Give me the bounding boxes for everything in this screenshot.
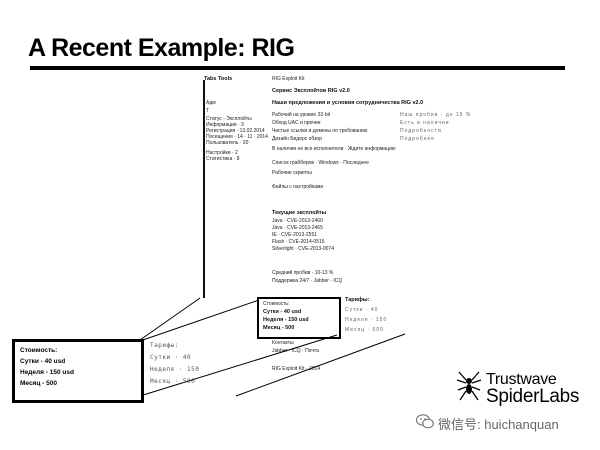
feature-item: Чистые ссылки и домены по требованию	[272, 128, 368, 134]
info-line: Файлы с настройками	[272, 184, 324, 190]
cve-item: Silverlight · CVE-2013-0074	[272, 246, 334, 252]
price-item: Неделя · 150	[345, 317, 388, 323]
feature-item: Обход UAC и прочие	[272, 120, 321, 126]
zoomed-price-line: Сутки - 40 usd	[20, 358, 66, 365]
cves-title: Текущие эксплойты	[272, 210, 327, 216]
zoomed-price-alt: Неделя · 150	[150, 366, 200, 373]
feature-note: Подробности	[400, 128, 442, 134]
info-line: Список грабберов · Windows · Последнее	[272, 160, 369, 166]
price-line: Стоимость:	[263, 301, 290, 307]
cve-item: Flash · CVE-2014-0515	[272, 239, 325, 245]
feature-item: Рабочий на уровне 32-bit	[272, 112, 331, 118]
connector-line	[235, 333, 406, 397]
price-item: Сутки · 40	[345, 307, 379, 313]
zoomed-price-line: Стоимость:	[20, 347, 58, 354]
price-line: Сутки - 40 usd	[263, 309, 302, 315]
bottom-notice: RIG Exploit Kit · 2014	[272, 366, 321, 372]
connector-line	[139, 297, 201, 341]
zoomed-price-line: Неделя - 150 usd	[20, 369, 74, 376]
top-link[interactable]: RIG Exploit Kit	[272, 76, 305, 82]
trustwave-wordmark: Trustwave	[486, 371, 557, 388]
connector-line	[139, 334, 338, 397]
watermark-text: 微信号: huichanquan	[438, 417, 559, 432]
pricing-line: Средний пробив · 10-13 %	[272, 270, 334, 276]
features-title: Наши предложения и условия сотрудничеств…	[272, 100, 424, 106]
zoomed-price-alt: Сутки · 40	[150, 354, 192, 361]
feature-note: Есть в наличии	[400, 120, 450, 126]
price-line: Месяц - 500	[263, 325, 295, 331]
sidebar-item[interactable]: Адм	[206, 100, 216, 106]
notice-text: В наличии не все исполнители · Ждите инф…	[272, 146, 396, 152]
sidebar-item[interactable]: Статистика · 8	[206, 156, 240, 162]
slide-title: A Recent Example: RIG	[28, 34, 295, 62]
cve-item: Java · CVE-2013-2465	[272, 225, 323, 231]
info-line: Рабочие скрипты	[272, 170, 312, 176]
support-line: Поддержка 24/7 · Jabber · ICQ	[272, 278, 343, 284]
sidebar-item[interactable]: Регистрация · 13.02.2014	[206, 128, 265, 134]
footer-line: Контакты	[272, 340, 294, 346]
title-underline	[30, 66, 565, 70]
prices-title: Тарифы:	[345, 297, 370, 303]
zoomed-price-alt: Тарифы:	[150, 342, 179, 349]
zoomed-price-line: Месяц - 500	[20, 380, 57, 387]
cve-item: Java · CVE-2013-2460	[272, 218, 323, 224]
sidebar-item[interactable]: Статус - Эксплойты	[206, 116, 252, 122]
connector-line	[139, 299, 260, 342]
footer-line: Jabber · ICQ · Почта	[272, 348, 319, 354]
zoomed-price-alt: Месяц · 500	[150, 378, 196, 385]
cve-item: IE · CVE-2013-2551	[272, 232, 318, 238]
sidebar-item[interactable]: Т	[206, 108, 210, 114]
sidebar-item[interactable]: Посещения · 14 · 11 · 2014	[206, 134, 268, 140]
sidebar-header: Tabs Tools	[204, 76, 233, 82]
sidebar-item[interactable]: Настройки · 2	[206, 150, 238, 156]
feature-note: Наш пробив · до 15 %	[400, 112, 472, 118]
feature-item: Дизайн Бидерс обзор	[272, 136, 322, 142]
price-item: Месяц · 500	[345, 327, 384, 333]
price-box-small: Стоимость: Сутки - 40 usd Неделя - 150 u…	[257, 297, 341, 339]
sidebar-divider	[203, 80, 205, 298]
sidebar-item[interactable]: Пользователь · 20	[206, 140, 249, 146]
price-box-zoomed: Стоимость: Сутки - 40 usd Неделя - 150 u…	[12, 339, 144, 403]
wechat-icon	[416, 414, 434, 429]
spiderlabs-wordmark: SpiderLabs	[486, 386, 580, 407]
spider-logo-icon	[456, 371, 482, 401]
price-line: Неделя - 150 usd	[263, 317, 309, 323]
page-header: Сервис Эксплойтов RIG v2.0	[272, 88, 350, 94]
feature-note: Подробнее	[400, 136, 435, 142]
sidebar-item[interactable]: Информация · 3	[206, 122, 244, 128]
